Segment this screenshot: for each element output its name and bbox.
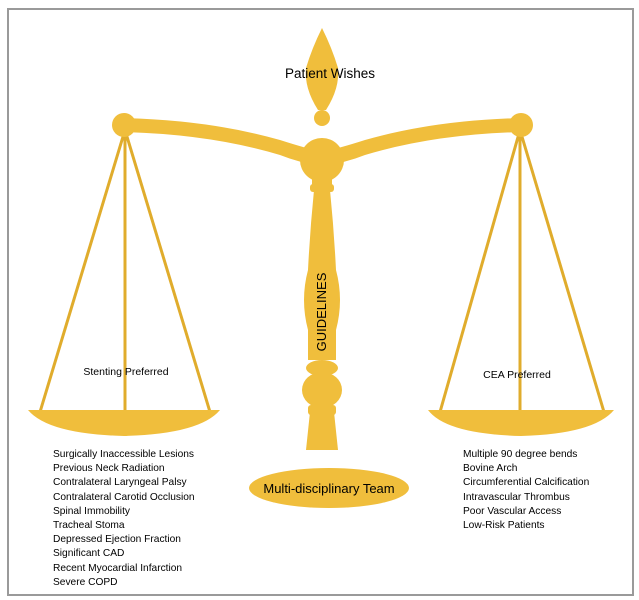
stenting-criteria-list: Surgically Inaccessible Lesions Previous…: [53, 448, 195, 590]
list-item: Significant CAD: [53, 548, 125, 560]
scale-finial: [305, 28, 339, 110]
list-item: Recent Myocardial Infarction: [53, 562, 183, 574]
scale-base: [249, 468, 409, 508]
list-item: Contralateral Carotid Occlusion: [53, 491, 195, 503]
pillar-upper-ornament: [300, 138, 344, 182]
list-item: Poor Vascular Access: [463, 505, 562, 517]
list-item: Bovine Arch: [463, 463, 518, 475]
list-item: Spinal Immobility: [53, 505, 130, 517]
left-pan-ropes: [38, 129, 212, 413]
list-item: Contralateral Laryngeal Palsy: [53, 477, 187, 489]
cea-preferred-label: CEA Preferred: [483, 369, 551, 381]
pillar-lower-ornament: [302, 372, 342, 408]
patient-wishes-label: Patient Wishes: [285, 66, 375, 81]
left-pan: [28, 410, 220, 436]
right-beam-knob: [509, 113, 533, 137]
list-item: Depressed Ejection Fraction: [53, 534, 181, 546]
stenting-preferred-label: Stenting Preferred: [83, 366, 168, 378]
left-beam-knob: [112, 113, 136, 137]
scale-pillar: [304, 190, 340, 360]
list-item: Surgically Inaccessible Lesions: [53, 449, 194, 460]
list-item: Multiple 90 degree bends: [463, 449, 578, 460]
list-item: Severe COPD: [53, 576, 118, 588]
cea-criteria-list: Multiple 90 degree bends Bovine Arch Cir…: [463, 448, 589, 533]
list-item: Tracheal Stoma: [53, 520, 125, 532]
list-item: Low-Risk Patients: [463, 520, 545, 532]
list-item: Circumferential Calcification: [463, 477, 590, 489]
multidisciplinary-team-label: Multi-disciplinary Team: [263, 481, 394, 496]
right-pan-ropes: [438, 129, 606, 413]
guidelines-label: GUIDELINES: [314, 272, 329, 351]
scale-beam: [122, 118, 522, 166]
list-item: Intravascular Thrombus: [463, 491, 570, 503]
list-item: Previous Neck Radiation: [53, 463, 165, 475]
right-pan: [428, 410, 614, 436]
